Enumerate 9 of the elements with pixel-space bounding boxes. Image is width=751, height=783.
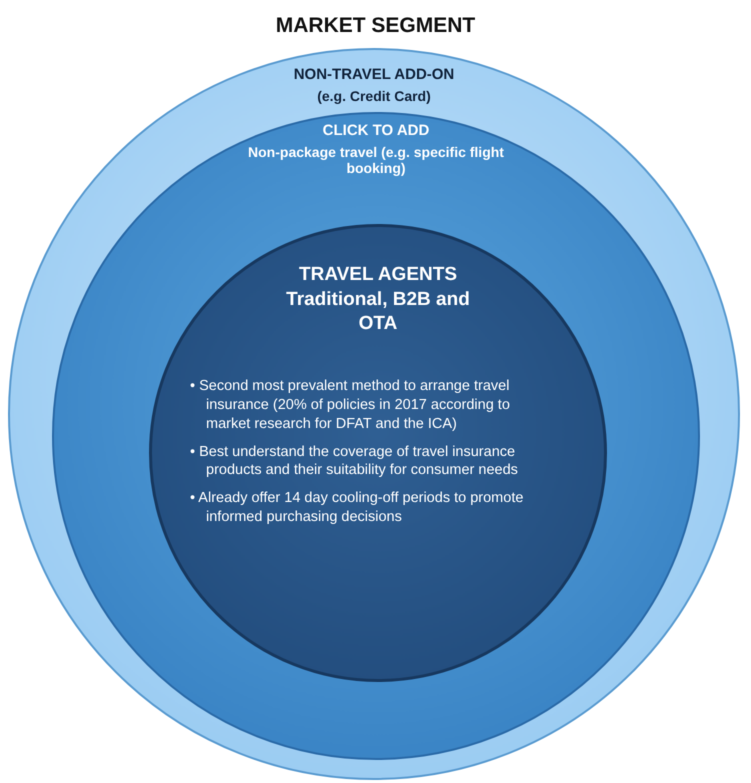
circle-heading: TRAVEL AGENTS Traditional, B2B and OTA: [285, 263, 471, 336]
bullet-point: • Second most prevalent method to arrange travel insurance (20% of policies in 2017 according to market research for DFAT and the ICA): [190, 377, 511, 434]
ring-label: Non-package travel (e.g. specific flight booking): [247, 144, 505, 176]
ring-heading: CLICK TO ADD: [322, 122, 430, 139]
diagram-title: MARKET SEGMENT: [274, 14, 476, 38]
ring-label: (e.g. Credit Card): [316, 88, 432, 104]
bullet-point: • Already offer 14 day cooling-off periods to promote informed purchasing decisions: [190, 489, 524, 527]
ring-heading: NON-TRAVEL ADD-ON: [292, 66, 456, 83]
bullet-point: • Best understand the coverage of travel insurance products and their suitability for consumer needs: [190, 442, 519, 480]
